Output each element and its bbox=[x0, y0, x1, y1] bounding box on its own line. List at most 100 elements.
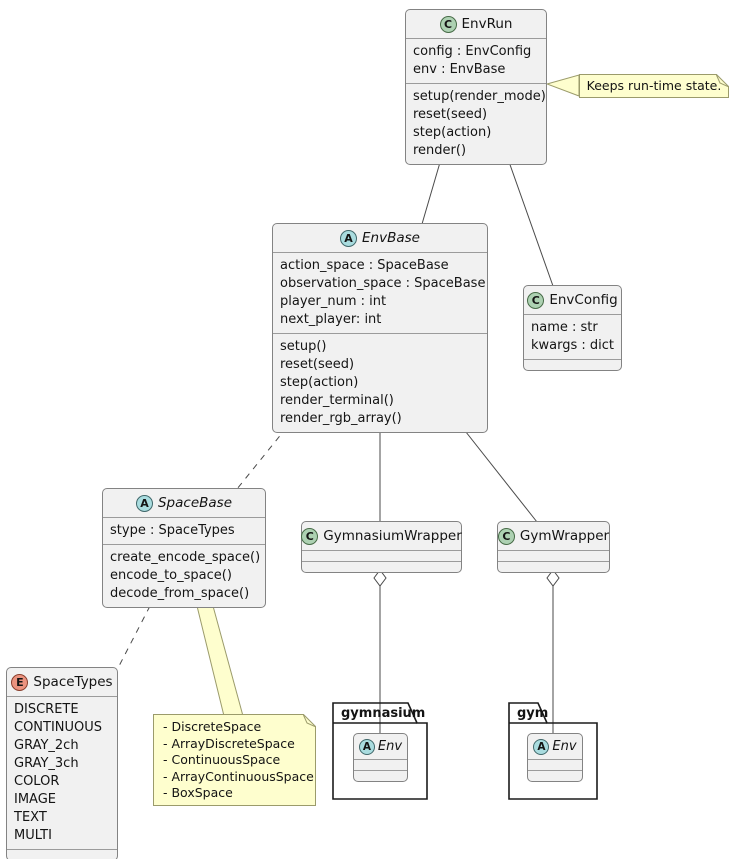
package-gymnasium: gymnasium bbox=[332, 701, 429, 801]
package-name: gym bbox=[517, 706, 549, 721]
note-text-line: - ArrayContinuousSpace bbox=[163, 768, 314, 784]
attributes-compartment-empty bbox=[354, 759, 407, 770]
dependency-envbase-spacebase bbox=[236, 426, 288, 490]
class-envconfig: C EnvConfig name : str kwargs : dict bbox=[523, 285, 622, 371]
note-text-line: - DiscreteSpace bbox=[163, 719, 262, 734]
note-pointer-spaces bbox=[196, 605, 244, 717]
attribute: kwargs : dict bbox=[531, 338, 615, 353]
method: encode_to_space() bbox=[110, 568, 232, 583]
attributes-compartment-empty bbox=[498, 550, 609, 561]
methods-compartment: setup(render_mode) reset(seed) step(acti… bbox=[406, 83, 546, 164]
methods-compartment-empty bbox=[528, 770, 582, 781]
class-gym-env: A Env bbox=[527, 733, 583, 782]
method: reset(seed) bbox=[413, 107, 488, 122]
class-gymwrapper-title: C GymWrapper bbox=[497, 522, 610, 550]
methods-compartment-empty bbox=[524, 359, 621, 370]
note-fold-icon bbox=[303, 714, 316, 727]
association-envrun-envconfig bbox=[507, 158, 554, 287]
abstract-class-icon: A bbox=[135, 494, 153, 512]
enum-spacetypes: E SpaceTypes DISCRETE CONTINUOUS GRAY_2c… bbox=[6, 667, 118, 859]
class-name: SpaceBase bbox=[157, 495, 232, 511]
attributes-compartment: action_space : SpaceBase observation_spa… bbox=[273, 252, 487, 333]
method: decode_from_space() bbox=[110, 586, 250, 601]
method: step(action) bbox=[280, 375, 359, 390]
class-name: GymnasiumWrapper bbox=[323, 528, 462, 544]
class-envrun: C EnvRun config : EnvConfig env : EnvBas… bbox=[405, 9, 547, 165]
enum-value: GRAY_3ch bbox=[14, 756, 79, 771]
method: reset(seed) bbox=[280, 357, 355, 372]
class-name: Env bbox=[552, 739, 577, 754]
note-text-line: - ContinuousSpace bbox=[163, 752, 281, 767]
class-gym-env-title: A Env bbox=[528, 734, 582, 759]
method: setup() bbox=[280, 339, 327, 354]
attributes-compartment-empty bbox=[528, 759, 582, 770]
note-runtime: Keeps run-time state. bbox=[579, 74, 729, 98]
methods-compartment-empty bbox=[7, 849, 117, 859]
abstract-class-icon: A bbox=[533, 738, 550, 755]
class-envbase: A EnvBase action_space : SpaceBase obser… bbox=[272, 223, 488, 433]
dependency-spacebase-spacetypes bbox=[117, 605, 151, 669]
class-envconfig-title: C EnvConfig bbox=[524, 286, 621, 314]
enum-values-compartment: DISCRETE CONTINUOUS GRAY_2ch GRAY_3ch CO… bbox=[7, 696, 117, 849]
attribute: config : EnvConfig bbox=[413, 44, 532, 59]
enum-icon: E bbox=[11, 673, 29, 691]
aggregation-diamond-gym bbox=[546, 569, 560, 587]
attribute: env : EnvBase bbox=[413, 62, 506, 77]
methods-compartment: create_encode_space() encode_to_space() … bbox=[103, 544, 265, 607]
note-text: Keeps run-time state. bbox=[586, 78, 722, 93]
enum-value: GRAY_2ch bbox=[14, 738, 79, 753]
attributes-compartment: config : EnvConfig env : EnvBase bbox=[406, 38, 546, 83]
attributes-compartment: name : str kwargs : dict bbox=[524, 314, 621, 359]
method: step(action) bbox=[413, 125, 492, 140]
class-gymnasium-env-title: A Env bbox=[354, 734, 407, 759]
class-spacebase: A SpaceBase stype : SpaceTypes create_en… bbox=[102, 488, 266, 608]
method: create_encode_space() bbox=[110, 550, 261, 565]
enum-value: DISCRETE bbox=[14, 702, 79, 717]
class-envbase-title: A EnvBase bbox=[273, 224, 487, 252]
attribute: player_num : int bbox=[280, 294, 387, 309]
attributes-compartment-empty bbox=[302, 550, 461, 561]
class-gymwrapper: C GymWrapper bbox=[497, 521, 610, 573]
note-fold-icon bbox=[716, 74, 729, 87]
note-spaces: - DiscreteSpace - ArrayDiscreteSpace - C… bbox=[153, 714, 316, 806]
package-gym: gym bbox=[508, 701, 599, 801]
note-text-line: - ArrayDiscreteSpace bbox=[163, 735, 295, 751]
aggregation-diamond-gymnasium bbox=[373, 569, 387, 587]
attribute: stype : SpaceTypes bbox=[110, 523, 235, 538]
class-gymnasium-env: A Env bbox=[353, 733, 408, 782]
attributes-compartment: stype : SpaceTypes bbox=[103, 517, 265, 544]
methods-compartment-empty bbox=[498, 561, 609, 572]
class-name: GymWrapper bbox=[519, 528, 610, 544]
class-name: EnvBase bbox=[362, 230, 420, 246]
methods-compartment: setup() reset(seed) step(action) render_… bbox=[273, 333, 487, 432]
note-pointer-runtime bbox=[545, 74, 580, 97]
enum-value: IMAGE bbox=[14, 792, 57, 807]
class-name: Env bbox=[377, 739, 403, 754]
attribute: next_player: int bbox=[280, 312, 382, 327]
class-name: EnvRun bbox=[461, 16, 513, 32]
class-icon: C bbox=[439, 15, 457, 33]
class-icon: C bbox=[301, 527, 319, 545]
method: render() bbox=[413, 143, 467, 158]
association-envrun-envbase bbox=[421, 158, 442, 225]
class-gymnasiumwrapper-title: C GymnasiumWrapper bbox=[301, 522, 462, 550]
method: render_terminal() bbox=[280, 393, 394, 408]
class-envrun-title: C EnvRun bbox=[406, 10, 546, 38]
enum-value: COLOR bbox=[14, 774, 60, 789]
class-icon: C bbox=[527, 291, 545, 309]
class-spacebase-title: A SpaceBase bbox=[103, 489, 265, 517]
enum-value: TEXT bbox=[14, 810, 47, 825]
method: setup(render_mode) bbox=[413, 89, 546, 104]
note-text-line: - BoxSpace bbox=[163, 785, 233, 800]
attribute: name : str bbox=[531, 320, 598, 335]
package-folder-icon bbox=[332, 702, 428, 800]
attribute: observation_space : SpaceBase bbox=[280, 276, 486, 291]
enum-name: SpaceTypes bbox=[33, 674, 113, 690]
package-folder-icon bbox=[508, 702, 598, 800]
abstract-class-icon: A bbox=[340, 229, 358, 247]
association-envbase-gymwrapper bbox=[461, 426, 538, 523]
abstract-class-icon: A bbox=[358, 738, 375, 755]
class-icon: C bbox=[497, 527, 515, 545]
